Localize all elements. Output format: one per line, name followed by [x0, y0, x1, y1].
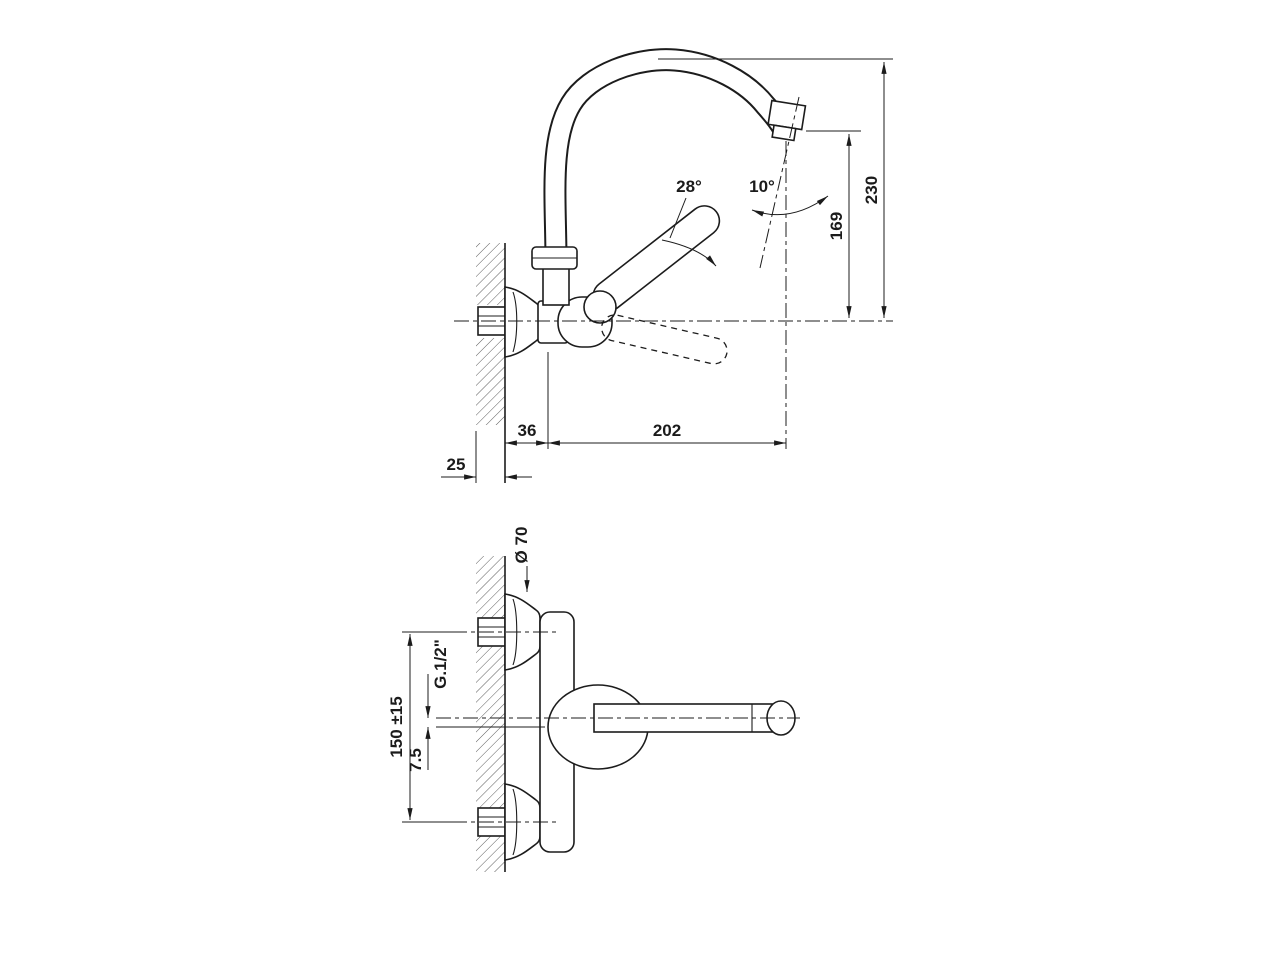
- spout-tube: [543, 48, 793, 263]
- dim-outlet-height: 169: [827, 212, 846, 240]
- lever-handle: [583, 205, 721, 324]
- dim-reach: 202: [653, 421, 681, 440]
- dim-escutcheon-diameter: Ø 70: [512, 527, 531, 564]
- dim-wall-to-axis: 36: [518, 421, 537, 440]
- dim-wall-thickness: 25: [447, 455, 466, 474]
- dim-axis-offset: 7.5: [406, 748, 425, 772]
- side-view-dimensions: 230 169 28° 10° 36 202 25: [441, 58, 893, 483]
- faucet-side: [477, 48, 807, 365]
- plan-view-dimensions: 150 ±15 G.1/2" 7.5 Ø 70: [387, 527, 800, 823]
- aerator: [767, 99, 807, 142]
- faucet-plan: [477, 593, 796, 861]
- dim-spout-angle: 10°: [749, 177, 775, 196]
- lever-handle-alt-position: [601, 314, 728, 365]
- dim-thread: G.1/2": [431, 639, 450, 689]
- dim-handle-angle: 28°: [676, 177, 702, 196]
- escutcheon: [504, 286, 541, 358]
- dim-total-height: 230: [862, 176, 881, 204]
- wall-section: [476, 243, 506, 483]
- side-view: 230 169 28° 10° 36 202 25: [441, 48, 893, 483]
- plan-view: 150 ±15 G.1/2" 7.5 Ø 70: [387, 527, 800, 872]
- dim-inlet-spacing: 150 ±15: [387, 696, 406, 757]
- swivel-collar: [531, 246, 578, 270]
